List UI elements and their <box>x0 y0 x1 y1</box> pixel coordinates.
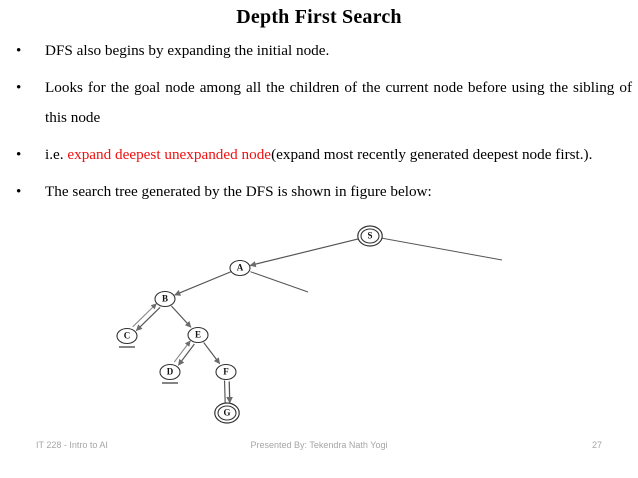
tree-edge-arrow <box>249 237 362 268</box>
tree-edge-stub <box>379 237 503 261</box>
node-label: G <box>223 408 230 418</box>
node-circle <box>215 363 237 381</box>
highlighted-term: expand deepest unexpanded node <box>67 146 272 163</box>
tree-node-e[interactable]: E <box>187 326 209 344</box>
node-label: A <box>237 263 244 273</box>
node-label: E <box>195 330 201 340</box>
node-circle <box>187 326 209 344</box>
tree-diagram-svg: S A B C E D F G <box>116 225 503 424</box>
tree-node-g[interactable]: G <box>214 402 240 424</box>
footer-page-number: 27 <box>591 440 602 450</box>
node-circle <box>116 327 138 345</box>
node-circle <box>360 228 380 244</box>
bullet-marker: • <box>16 42 22 59</box>
tree-node-a[interactable]: A <box>229 259 251 277</box>
tree-edge-arrow-back <box>132 303 157 328</box>
tree-node-d[interactable]: D <box>159 363 181 384</box>
tree-edge-arrow <box>174 271 232 296</box>
tree-node-layer: S A B C E D F G <box>116 225 383 424</box>
tree-node-b[interactable]: B <box>154 290 176 308</box>
node-label: S <box>367 231 372 241</box>
list-item-prefix: i.e. <box>45 146 68 163</box>
node-circle <box>217 405 237 421</box>
node-label: B <box>162 294 168 304</box>
list-item-suffix: (expand most recently generated deepest … <box>271 146 593 163</box>
node-circle <box>159 363 181 381</box>
footer-course: IT 228 - Intro to AI <box>36 440 108 450</box>
tree-edge-stub <box>250 271 309 293</box>
tree-edge-line <box>224 380 226 406</box>
tree-node-f[interactable]: F <box>215 363 237 381</box>
list-item-text: DFS also begins by expanding the initial… <box>45 42 330 59</box>
tree-edge-arrow-down <box>135 307 161 331</box>
tree-node-c[interactable]: C <box>116 327 138 348</box>
bullet-marker: • <box>16 79 22 96</box>
tree-node-s[interactable]: S <box>357 225 383 247</box>
list-item-text: Looks for the goal node among all the ch… <box>45 79 632 126</box>
bullet-list: • DFS also begins by expanding the initi… <box>0 36 638 214</box>
list-item-text: The search tree generated by the DFS is … <box>45 183 432 200</box>
list-item-3: • i.e. expand deepest unexpanded node(ex… <box>0 140 638 170</box>
page-title: Depth First Search <box>236 6 402 28</box>
list-item-1: • DFS also begins by expanding the initi… <box>0 36 638 66</box>
list-item-2: • Looks for the goal node among all the … <box>0 73 638 133</box>
node-circle <box>229 259 251 277</box>
tree-edge-arrow-down <box>226 381 233 404</box>
tree-edge-arrow-back <box>173 340 191 363</box>
tree-edge-arrow <box>170 305 192 328</box>
node-label: D <box>167 367 174 377</box>
dfs-search-tree-figure: S A B C E D F G <box>0 222 638 430</box>
slide-footer: IT 228 - Intro to AI Presented By: Teken… <box>0 440 638 456</box>
node-label: F <box>223 367 229 377</box>
bullet-marker: • <box>16 146 22 163</box>
node-circle <box>154 290 176 308</box>
tree-edge-layer <box>132 237 503 406</box>
tree-edge-arrow-down <box>177 343 195 366</box>
list-item-4: • The search tree generated by the DFS i… <box>0 177 638 207</box>
node-label: C <box>124 331 131 341</box>
tree-edge-arrow <box>203 342 221 365</box>
bullet-marker: • <box>16 183 22 200</box>
footer-presenter: Presented By: Tekendra Nath Yogi <box>250 440 388 450</box>
